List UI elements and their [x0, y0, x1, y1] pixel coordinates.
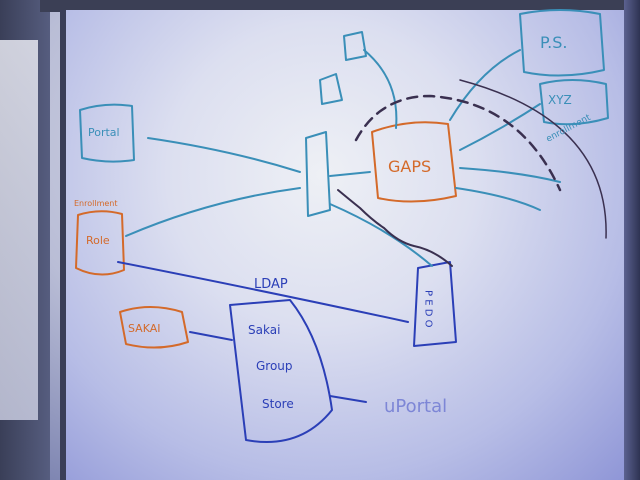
- whiteboard: [60, 10, 634, 480]
- xyz-label: XYZ: [548, 93, 572, 107]
- sakai-group-store-box: [229, 299, 333, 443]
- arrow-gaps-right: [459, 167, 561, 183]
- sakai-group-store-line2: Group: [256, 359, 293, 373]
- arrow-sakai-to-store: [189, 331, 233, 341]
- gaps-box: [371, 121, 457, 203]
- above-role-label: Enrollment: [74, 199, 118, 208]
- portal-box: [79, 103, 135, 163]
- boundary-wavy: [337, 189, 453, 267]
- arrow-store-to-uportal: [329, 395, 367, 403]
- xyz-box: [539, 79, 609, 126]
- arrow-role-to-pedo-ldap: [117, 261, 409, 323]
- arrow-role-to-middle: [125, 187, 301, 237]
- whiteboard-frame-top: [40, 0, 640, 12]
- arrow-middle-to-pedo: [329, 203, 433, 267]
- role-box: [75, 210, 125, 276]
- boundary-dashed: [354, 94, 562, 192]
- arrow-portal-to-middle: [147, 137, 301, 173]
- paper-sheet: [0, 40, 38, 420]
- ldap-label: LDAP: [254, 277, 288, 292]
- role-label: Role: [86, 234, 110, 247]
- small-box-2: [319, 73, 343, 105]
- pedo-column-box: [413, 261, 457, 347]
- middle-column-box: [305, 131, 331, 217]
- arrow-gaps-lower: [455, 187, 541, 211]
- arrow-ps-to-gaps: [449, 49, 521, 121]
- small-box-1: [343, 31, 367, 61]
- ps-box: [519, 9, 605, 77]
- gaps-label: GAPS: [388, 157, 431, 176]
- sakai-group-store-line3: Store: [262, 397, 294, 411]
- arrow-middle-to-gaps: [329, 171, 371, 177]
- ps-label: P.S.: [540, 33, 567, 52]
- sakai-label: SAKAI: [128, 322, 161, 335]
- uportal-label: uPortal: [384, 396, 447, 417]
- sakai-group-store-line1: Sakai: [248, 323, 280, 337]
- arrow-small-to-gaps: [363, 49, 398, 129]
- xyz-note: enrollment: [545, 113, 593, 145]
- pedo-column-label: P E D O: [423, 290, 434, 328]
- sakai-box: [119, 306, 189, 349]
- arrow-xyz-to-gaps: [459, 103, 541, 151]
- large-arc: [459, 79, 607, 239]
- whiteboard-frame-right: [624, 0, 640, 480]
- portal-label: Portal: [88, 126, 120, 139]
